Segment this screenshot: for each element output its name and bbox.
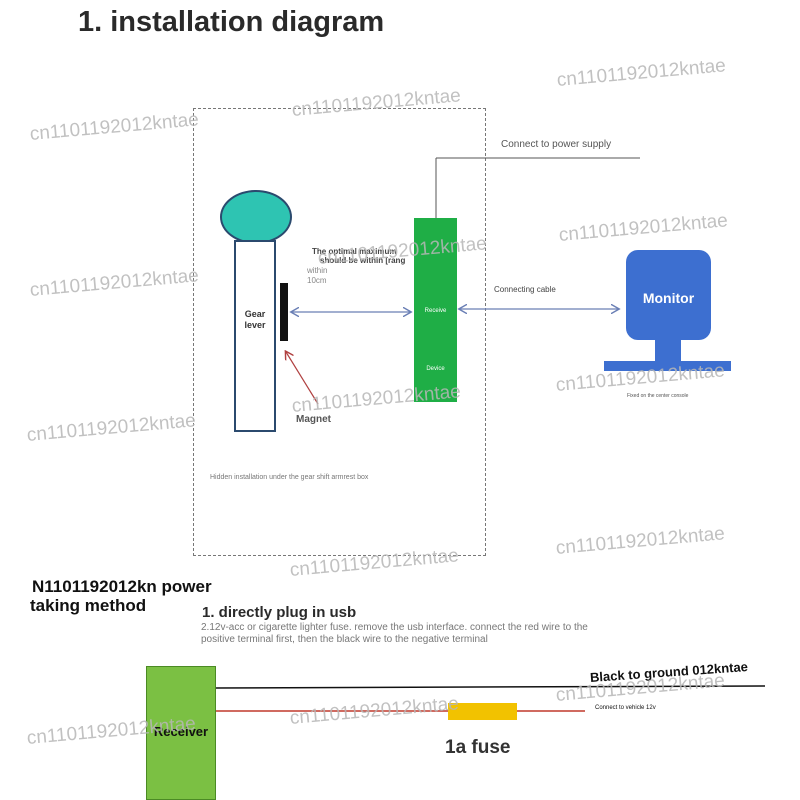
- connecting-cable-label: Connecting cable: [494, 285, 556, 294]
- magnet-label: Magnet: [296, 414, 331, 425]
- receiving-device-shape: [414, 218, 457, 402]
- monitor-neck: [655, 339, 681, 361]
- center-console-label: Fixed on the center console: [627, 393, 689, 399]
- installation-area-frame: [193, 108, 486, 556]
- fuse-shape: [448, 703, 517, 720]
- fuse-label: 1a fuse: [445, 737, 511, 758]
- power-method-heading-2: taking method: [30, 596, 147, 615]
- page-title: 1. installation diagram: [78, 6, 385, 38]
- optimal-distance-label-2: should be within [rang: [320, 256, 406, 265]
- power-method-heading-1: N1101192012kn power: [32, 577, 212, 596]
- gear-knob-shape: [220, 190, 292, 244]
- monitor-base: [604, 361, 731, 371]
- magnet-shape: [280, 283, 288, 341]
- method-description: 2.12v-acc or cigarette lighter fuse. rem…: [201, 622, 588, 645]
- optimal-distance-label-1: The optimal maximum: [312, 247, 397, 256]
- method-title: 1. directly plug in usb: [202, 604, 357, 621]
- monitor-shape: [626, 250, 711, 340]
- connect-vehicle-label: Connect to vehicle 12v: [595, 705, 656, 711]
- magnet-pointer-arrow: [286, 352, 319, 405]
- receiver-label: Receiver: [153, 724, 209, 739]
- gear-lever-label: Gear lever: [244, 309, 266, 330]
- receive-label: Receive: [424, 308, 447, 314]
- monitor-label: Monitor: [642, 290, 695, 306]
- hidden-installation-note: Hidden installation under the gear shift…: [210, 474, 369, 481]
- gear-lever-shape: [234, 240, 276, 432]
- device-label: Device: [426, 366, 445, 372]
- power-supply-label: Connect to power supply: [501, 139, 612, 150]
- black-ground-wire: [215, 685, 766, 689]
- distance-value: 10cm: [307, 276, 327, 285]
- within-label: within: [307, 266, 328, 275]
